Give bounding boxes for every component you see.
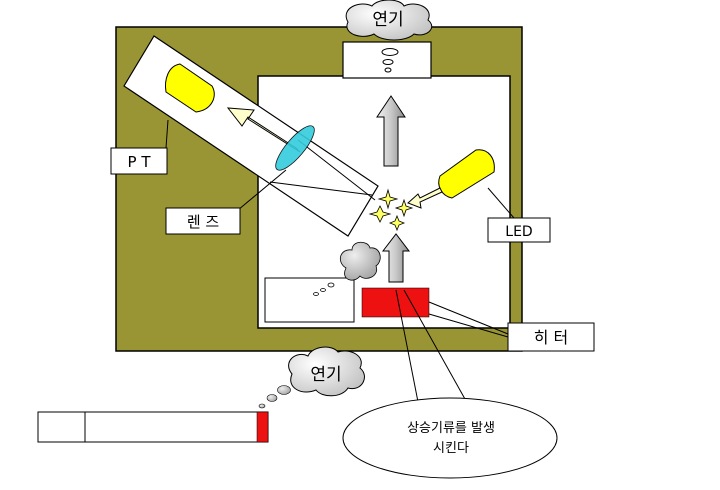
heater (361, 287, 430, 318)
smoke-cloud-bottom: 연기 (288, 346, 365, 397)
scatter-sparkles (368, 188, 414, 232)
smoke-source-box (264, 277, 355, 323)
pt-label-box (110, 147, 168, 175)
heater-label-box (507, 322, 595, 352)
phototransistor-body (165, 63, 215, 113)
updraft-arrow-top (376, 95, 406, 167)
smoke-cloud-chamber (339, 241, 381, 281)
lens (275, 125, 315, 171)
cigarette (37, 411, 269, 443)
led-body (438, 149, 495, 199)
cigarette-smoke-puffs (258, 385, 291, 409)
callout-bubble (342, 397, 558, 479)
smoke-cloud-top: 연기 (345, 0, 433, 41)
callout-text-line1: 상승기류를 발생 (407, 421, 495, 436)
phototransistor-tube (123, 35, 379, 237)
pt-label: P T (128, 153, 152, 171)
lens-label: 렌 즈 (187, 213, 220, 231)
led-light-arrow (407, 187, 443, 209)
smoke-top-label: 연기 (372, 10, 403, 30)
heater-label: 히 터 (534, 328, 569, 347)
smoke-bottom-label: 연기 (310, 365, 341, 385)
updraft-arrow-bottom (381, 233, 411, 283)
led-label-box (487, 217, 551, 243)
smoke-source-puffs (313, 282, 335, 296)
led-label: LED (505, 224, 532, 240)
lens-label-box (165, 207, 241, 235)
callout-text-line2: 시킨다 (433, 441, 469, 456)
exhaust-smoke-icon (381, 48, 399, 73)
cigarette-ember (256, 411, 269, 443)
